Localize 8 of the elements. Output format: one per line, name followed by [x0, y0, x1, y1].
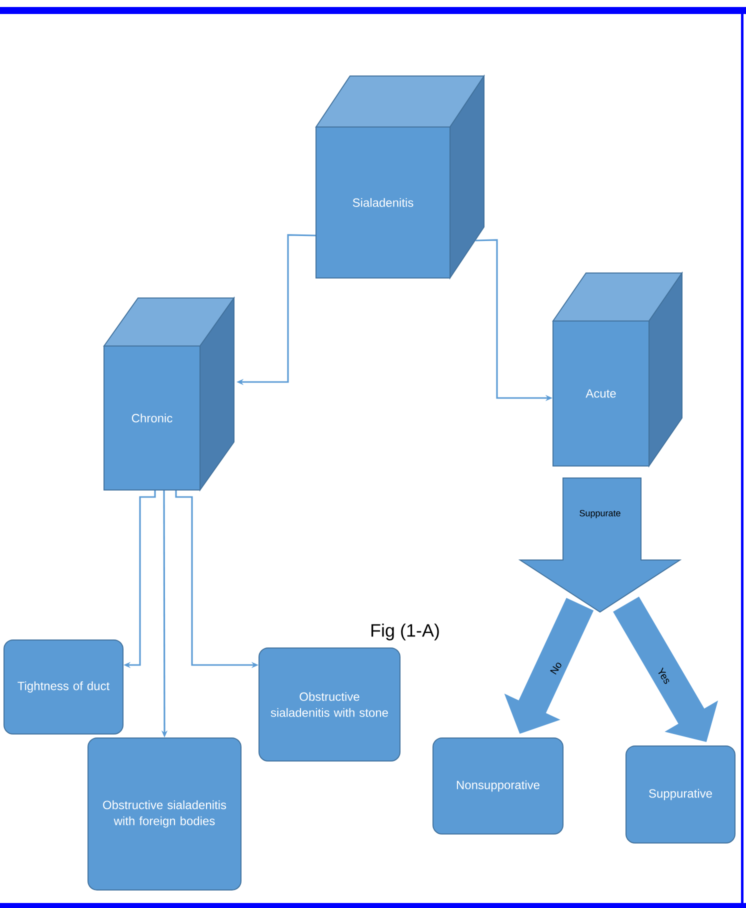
rounded-box: Obstructive sialadenitis with foreign bodies — [88, 738, 242, 890]
edge-label: No — [548, 659, 564, 677]
rounded-box: Obstructive sialadenitis with stone — [258, 648, 400, 762]
edge-label: Yes — [655, 666, 673, 686]
rounded-box: Nonsupporative — [432, 738, 564, 834]
rounded-box: Suppurative — [626, 746, 736, 844]
figure-label: Fig (1-A) — [371, 624, 439, 640]
rounded-box: Tightness of duct — [4, 640, 124, 734]
